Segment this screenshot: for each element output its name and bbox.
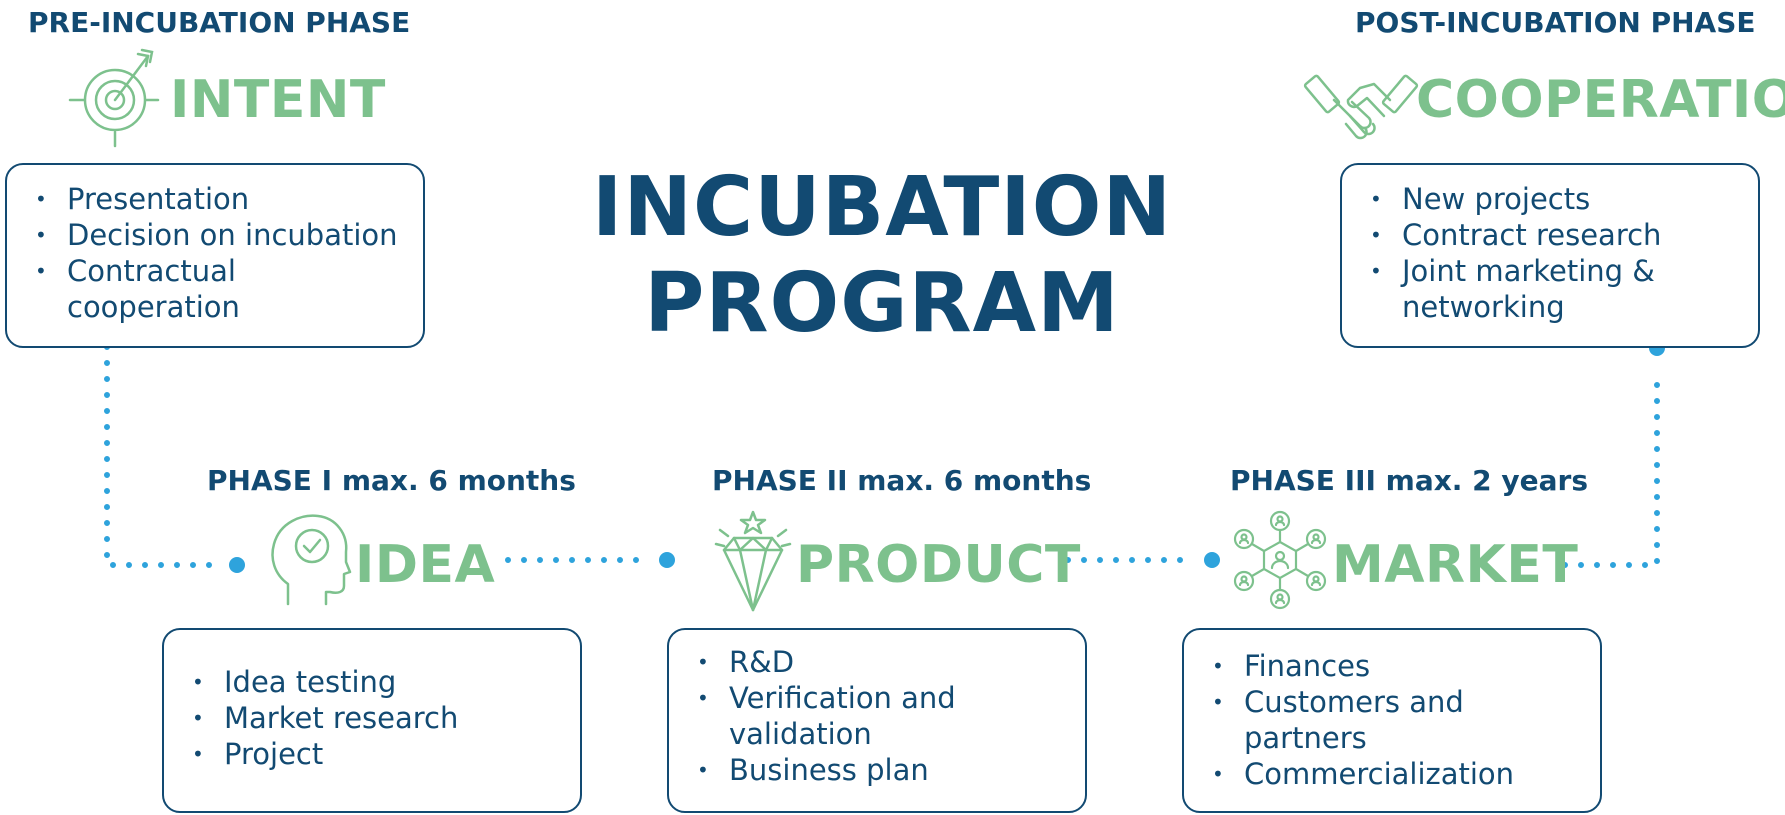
- list-item: Idea testing: [164, 664, 580, 700]
- program-title-line1: INCUBATION: [591, 160, 1173, 255]
- list-item: Decision on incubation: [7, 217, 423, 253]
- idea-box: Idea testing Market research Project: [162, 628, 582, 813]
- phase-2-heading: PHASE II max. 6 months: [712, 464, 1092, 497]
- intent-box: Presentation Decision on incubation Cont…: [5, 163, 425, 348]
- list-item: New projects: [1342, 181, 1758, 217]
- market-box: Finances Customers and partners Commerci…: [1182, 628, 1602, 813]
- handshake-icon: [1303, 74, 1419, 140]
- list-item: Business plan: [669, 752, 1085, 788]
- pre-incubation-heading: PRE-INCUBATION PHASE: [28, 6, 411, 39]
- connector-intent-to-idea: [104, 344, 213, 568]
- stage-label-idea: IDEA: [355, 535, 496, 595]
- program-title-line2: PROGRAM: [644, 256, 1120, 351]
- stage-label-intent: INTENT: [170, 70, 386, 130]
- connector-dot-product: [659, 552, 675, 568]
- list-item: Project: [164, 736, 580, 772]
- list-item: Joint marketing & networking: [1342, 253, 1692, 325]
- stage-label-cooperation: COOPERATION: [1416, 70, 1785, 130]
- stage-label-market: MARKET: [1332, 535, 1579, 595]
- list-item: Finances: [1184, 648, 1600, 684]
- head-check-icon: [271, 514, 352, 606]
- list-item: Verification and validation: [669, 680, 989, 752]
- product-box: R&D Verification and validation Business…: [667, 628, 1087, 813]
- phase-3-heading: PHASE III max. 2 years: [1230, 464, 1589, 497]
- cooperation-list: New projects Contract research Joint mar…: [1342, 181, 1758, 325]
- product-list: R&D Verification and validation Business…: [669, 644, 1085, 788]
- post-incubation-heading: POST-INCUBATION PHASE: [1355, 6, 1756, 39]
- market-list: Finances Customers and partners Commerci…: [1184, 648, 1600, 792]
- list-item: Market research: [164, 700, 580, 736]
- diamond-icon: [714, 510, 792, 612]
- connector-market-to-cooperation: [1562, 367, 1660, 568]
- list-item: Customers and partners: [1184, 684, 1514, 756]
- stage-label-product: PRODUCT: [796, 535, 1081, 595]
- connector-dot-idea: [229, 557, 245, 573]
- intent-list: Presentation Decision on incubation Cont…: [7, 181, 423, 325]
- phase-1-heading: PHASE I max. 6 months: [207, 464, 576, 497]
- idea-list: Idea testing Market research Project: [164, 664, 580, 772]
- cooperation-box: New projects Contract research Joint mar…: [1340, 163, 1760, 348]
- list-item: Contractual cooperation: [7, 253, 267, 325]
- list-item: Presentation: [7, 181, 423, 217]
- network-icon: [1233, 510, 1327, 610]
- list-item: Contract research: [1342, 217, 1758, 253]
- list-item: R&D: [669, 644, 1085, 680]
- list-item: Commercialization: [1184, 756, 1600, 792]
- connector-dot-market: [1204, 552, 1220, 568]
- target-icon: [68, 48, 160, 148]
